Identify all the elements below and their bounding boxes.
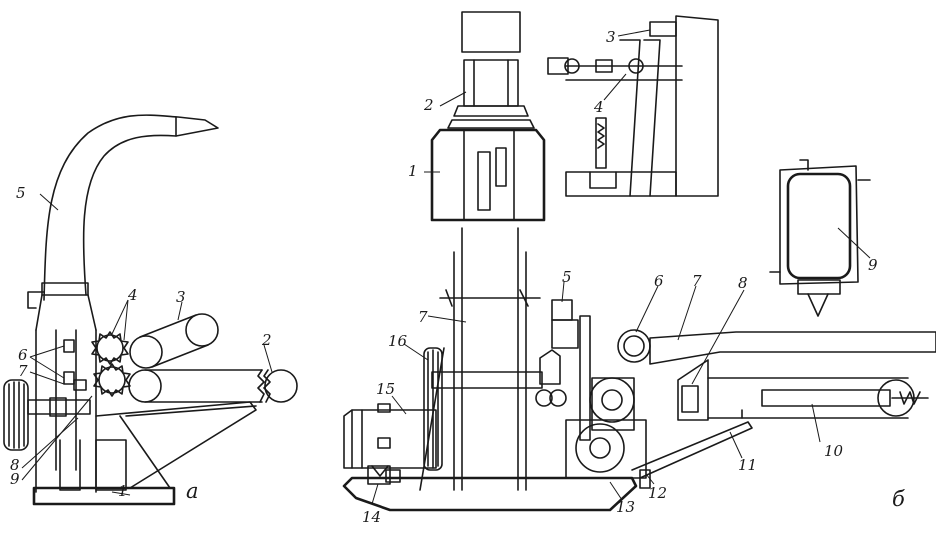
- label-r1: 1: [408, 162, 418, 180]
- label-1: 1: [118, 482, 128, 500]
- clamp-frame: [430, 128, 546, 222]
- base-frame: [32, 486, 176, 506]
- log-column: [447, 11, 535, 129]
- feed-rollers: [91, 331, 131, 397]
- support-strut: [631, 421, 753, 479]
- feed-unit: [535, 299, 651, 479]
- upper-conveyor: [129, 313, 219, 369]
- caption-b: б: [892, 487, 905, 511]
- belt-drive: [419, 347, 445, 491]
- main-column: [431, 227, 543, 491]
- discharge-spout: [43, 114, 219, 301]
- label-6: 6: [18, 346, 28, 364]
- label-5: 5: [16, 184, 26, 202]
- figure-b: 2 1 3 4 9 5 6 7 8 7 16 15 10 11 12 13 14…: [342, 11, 936, 526]
- label-8: 8: [10, 456, 20, 474]
- label-r14: 14: [362, 508, 381, 526]
- knife-detail: [547, 15, 719, 197]
- label-r15: 15: [376, 380, 395, 398]
- label-r7: 7: [692, 272, 702, 290]
- label-2: 2: [261, 331, 272, 349]
- lower-conveyor: [128, 369, 298, 403]
- figure-a: 5 4 3 2 6 7 8 9 1 а: [3, 114, 298, 506]
- label-r11: 11: [738, 456, 757, 474]
- label-r12: 12: [648, 484, 667, 502]
- label-r8: 8: [738, 274, 748, 292]
- label-r4: 4: [593, 98, 604, 116]
- blade-detail: [769, 159, 871, 317]
- base: [342, 465, 638, 512]
- label-r16: 16: [388, 332, 408, 350]
- side-conveyor: [649, 331, 936, 421]
- label-r5: 5: [562, 268, 572, 286]
- rotor-shaft: [27, 399, 91, 415]
- motor: [343, 403, 437, 469]
- label-7: 7: [18, 362, 28, 380]
- label-4: 4: [127, 286, 138, 304]
- label-9: 9: [10, 470, 20, 488]
- label-r9: 9: [868, 256, 878, 274]
- label-r13: 13: [616, 498, 635, 516]
- spout-collar: [41, 282, 89, 296]
- label-r3: 3: [606, 28, 616, 46]
- label-r7-column: 7: [418, 308, 428, 326]
- caption-a: а: [186, 479, 199, 503]
- label-r10: 10: [824, 442, 844, 460]
- pulley: [3, 379, 29, 451]
- label-3: 3: [176, 288, 186, 306]
- label-r6: 6: [654, 272, 664, 290]
- support-frame: [95, 401, 257, 489]
- label-r2: 2: [423, 96, 434, 114]
